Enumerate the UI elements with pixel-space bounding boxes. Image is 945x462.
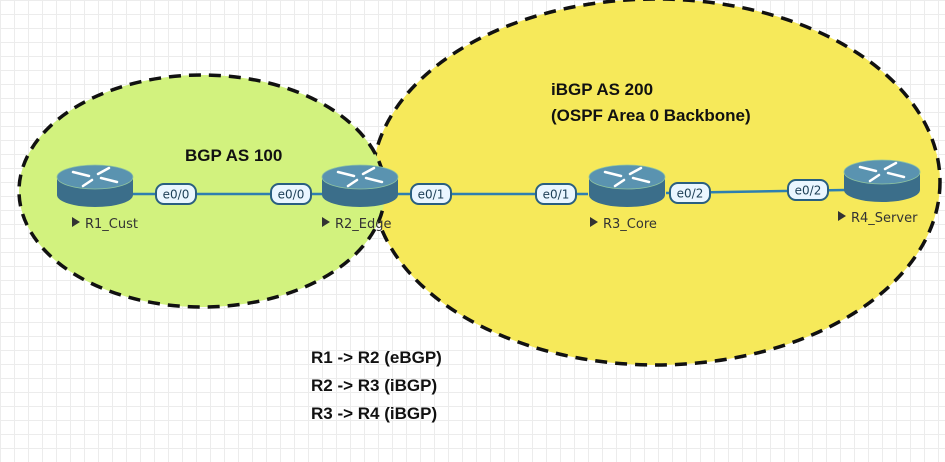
router-icon [588,164,666,207]
interface-label: e0/0 [278,188,305,202]
play-triangle-icon[interactable] [322,217,330,227]
bgp-session-notes: R1 -> R2 (eBGP) R2 -> R3 (iBGP) R3 -> R4… [311,346,442,430]
router-label: R2_Edge [335,217,392,232]
interface-badge-r1-e0-0[interactable]: e0/0 [155,183,197,205]
interface-label: e0/1 [418,188,445,202]
play-triangle-icon[interactable] [590,217,598,227]
zone-as100-title: BGP AS 100 [185,146,282,165]
router-label: R4_Server [851,211,918,226]
router-node-r1[interactable]: R1_Cust [56,164,138,232]
interface-label: e0/2 [677,187,704,201]
router-node-r4[interactable]: R4_Server [838,159,921,226]
zone-as200-subtitle: (OSPF Area 0 Backbone) [551,106,751,125]
router-icon [56,164,134,207]
router-icon [843,159,921,202]
router-node-r2[interactable]: R2_Edge [321,164,399,232]
note-line: R1 -> R2 (eBGP) [311,348,442,367]
interface-badge-r3-e0-2[interactable]: e0/2 [669,182,711,204]
zone-as200-title: iBGP AS 200 [551,80,653,99]
note-line: R2 -> R3 (iBGP) [311,376,438,395]
note-line: R3 -> R4 (iBGP) [311,404,438,423]
router-node-r3[interactable]: R3_Core [588,164,666,232]
router-label: R3_Core [603,217,657,232]
play-triangle-icon[interactable] [838,211,846,221]
interface-badge-r2-e0-1[interactable]: e0/1 [410,183,452,205]
interface-badge-r3-e0-1[interactable]: e0/1 [535,183,577,205]
router-label: R1_Cust [85,217,138,232]
interface-label: e0/2 [795,184,822,198]
play-triangle-icon[interactable] [72,217,80,227]
router-icon [321,164,399,207]
interface-badge-r2-e0-0[interactable]: e0/0 [270,183,312,205]
interface-label: e0/1 [543,188,570,202]
interface-badge-r4-e0-2[interactable]: e0/2 [787,179,829,201]
interface-label: e0/0 [163,188,190,202]
